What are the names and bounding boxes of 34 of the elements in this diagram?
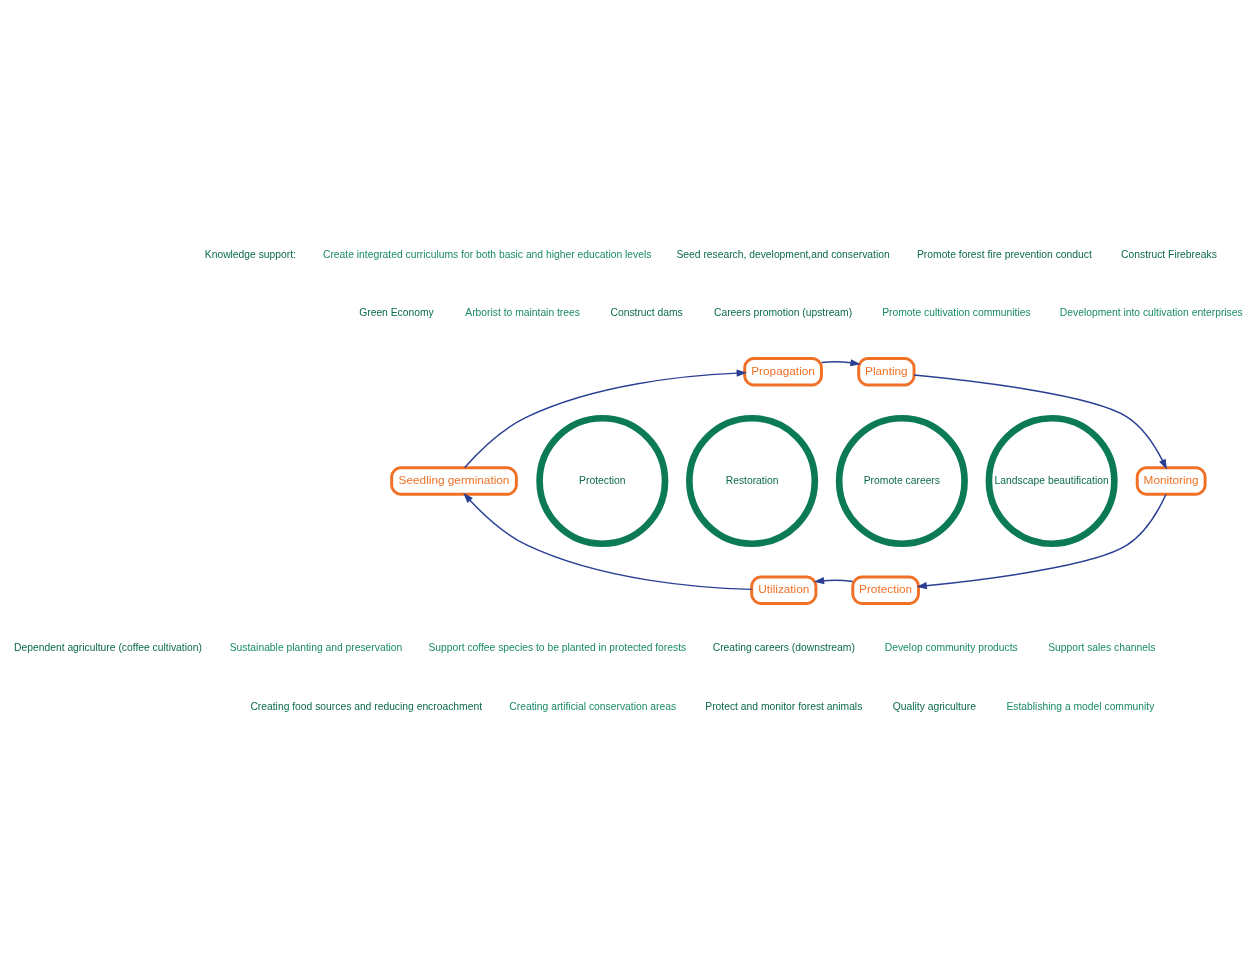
label: Protect and monitor forest animals: [705, 700, 863, 711]
label: Construct dams: [610, 306, 683, 318]
label: Knowledge support:: [204, 248, 296, 260]
label: Establishing a model community: [1006, 700, 1155, 711]
node-box: Monitoring: [1135, 465, 1207, 496]
arrow: [813, 576, 854, 584]
label: Sustainable planting and preservation: [229, 641, 403, 653]
label: Promote cultivation communities: [882, 306, 1031, 318]
arrow: [463, 492, 753, 590]
label: Support sales channels: [1048, 641, 1156, 653]
label: Creating food sources and reducing encroachment: [250, 700, 483, 711]
arrow: [820, 358, 861, 366]
label: Develop community products: [884, 641, 1018, 653]
label: Arborist to maintain trees: [465, 306, 580, 318]
node-box: Planting: [857, 356, 916, 387]
node-box: Propagation: [743, 356, 823, 387]
label: Construct Firebreaks: [1121, 248, 1217, 260]
label: Dependent agriculture (coffee cultivation): [14, 641, 202, 653]
node-box: Utilization: [750, 574, 818, 605]
arrow: [463, 369, 747, 468]
label: Development into cultivation enterprises: [1059, 306, 1243, 318]
label: Creating careers (downstream): [712, 641, 855, 653]
label: Create integrated curriculums for both basic and higher education levels: [322, 248, 652, 260]
label: Promote forest fire prevention conduct: [916, 248, 1092, 260]
arrow: [916, 493, 1167, 589]
label: Support coffee species to be planted in protected forests: [428, 641, 687, 653]
node-box: Protection: [851, 574, 920, 605]
label: Quality agriculture: [892, 700, 976, 711]
node-box: Seedling germination: [390, 465, 518, 496]
label: Seed research, development,and conservation: [676, 248, 890, 260]
arrow: [913, 373, 1167, 470]
label: Green Economy: [359, 306, 434, 318]
label: Creating artificial conservation areas: [509, 700, 677, 711]
label: Careers promotion (upstream): [714, 306, 853, 318]
